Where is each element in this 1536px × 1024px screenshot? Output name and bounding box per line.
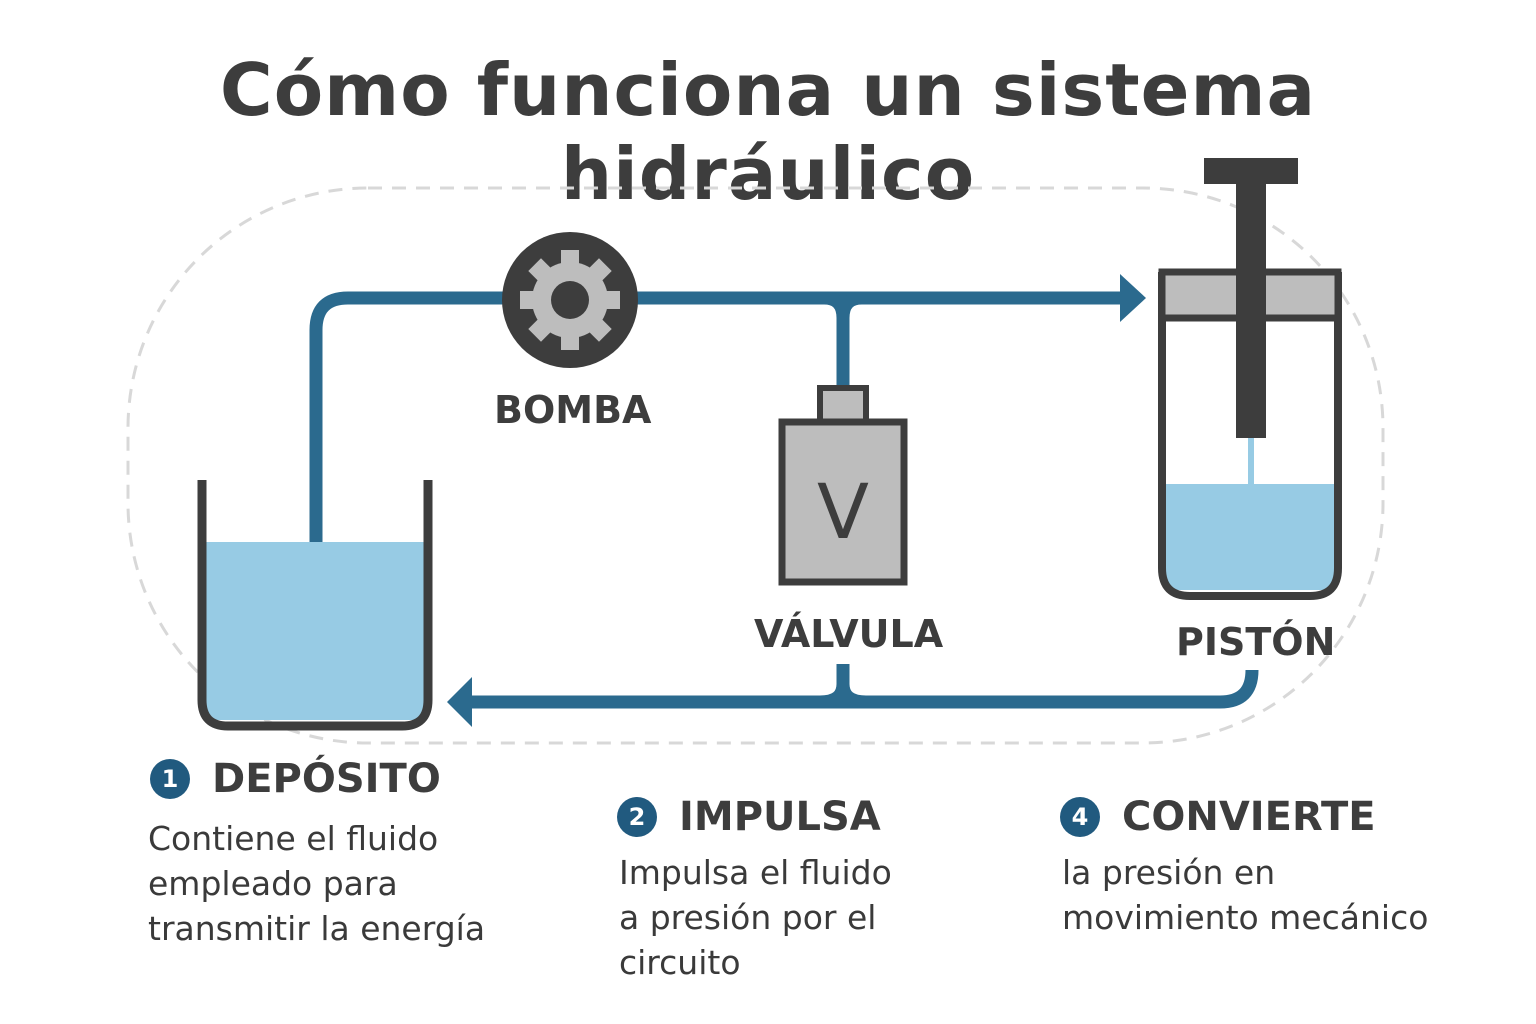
valve-branch-joint	[836, 291, 863, 319]
step-2-line: Impulsa el fluido	[619, 853, 892, 892]
step-1-badge: 1	[150, 759, 190, 799]
return-arrow-icon	[447, 677, 472, 727]
valve-symbol: V	[817, 467, 869, 556]
reservoir-icon	[197, 480, 433, 731]
dashed-circuit-outline	[126, 186, 1385, 745]
page-title: Cómo funciona un sistema hidráulico	[219, 48, 1317, 216]
pump-label: BOMBA	[494, 388, 652, 432]
step-1-description: Contiene el fluido empleado para transmi…	[148, 816, 485, 951]
step-4-line: movimiento mecánico	[1062, 898, 1429, 937]
supply-arrow-icon	[1120, 274, 1146, 322]
pump-gear-icon	[502, 232, 638, 368]
piston-cylinder-icon	[1158, 158, 1342, 600]
step-1-line: Contiene el fluido	[148, 819, 439, 858]
valve-return-pipe	[819, 664, 867, 709]
step-4-heading: 4 CONVIERTE	[1060, 794, 1376, 840]
step-1-line: empleado para	[148, 864, 398, 903]
step-4-line: la presión en	[1062, 853, 1276, 892]
step-1-title: DEPÓSITO	[212, 756, 441, 802]
step-2-badge: 2	[617, 797, 657, 837]
step-4-badge: 4	[1060, 797, 1100, 837]
valve-label: VÁLVULA	[754, 612, 944, 656]
return-pipe	[470, 669, 1259, 709]
step-4-title: CONVIERTE	[1122, 794, 1376, 840]
step-2-description: Impulsa el fluido a presión por el circu…	[619, 850, 892, 985]
step-2-title: IMPULSA	[679, 794, 881, 840]
step-2-heading: 2 IMPULSA	[617, 794, 881, 840]
valve-icon: V	[778, 385, 908, 586]
step-2-line: circuito	[619, 943, 741, 982]
piston-label: PISTÓN	[1176, 620, 1336, 664]
step-1-heading: 1 DEPÓSITO	[150, 756, 441, 802]
step-2-line: a presión por el	[619, 898, 877, 937]
step-4-description: la presión en movimiento mecánico	[1062, 850, 1428, 940]
step-1-line: transmitir la energía	[148, 909, 486, 948]
supply-pipe	[309, 291, 1128, 542]
